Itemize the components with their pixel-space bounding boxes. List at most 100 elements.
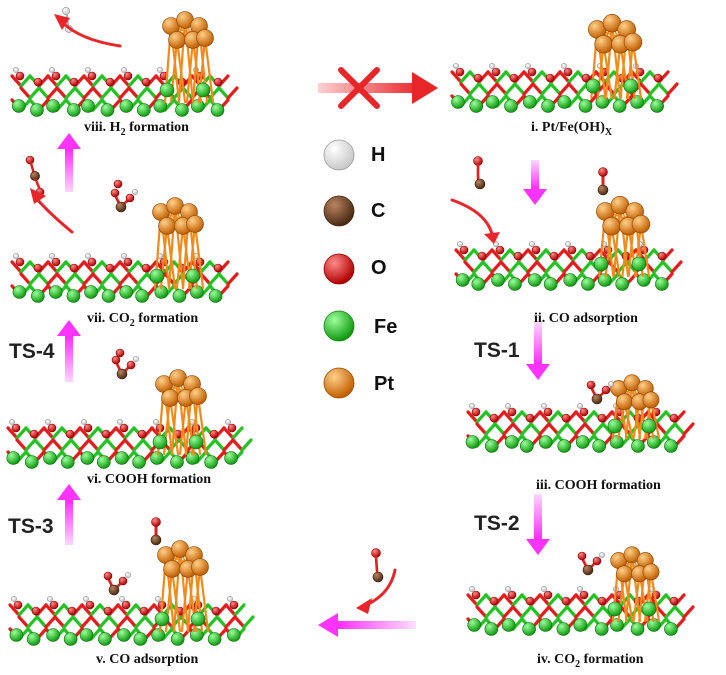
fe-atom [227, 628, 241, 642]
bond [118, 86, 131, 100]
bond [127, 74, 140, 88]
bond [526, 248, 539, 262]
fe-atom [31, 289, 45, 303]
h-atom [132, 189, 138, 195]
bond [19, 260, 32, 274]
fe-atom [185, 268, 201, 284]
c-atom [582, 564, 594, 576]
h-atom [225, 419, 231, 425]
o-atom [477, 251, 487, 261]
o-atom [489, 596, 499, 606]
bond [601, 605, 614, 619]
h-atom [125, 572, 131, 578]
o-atom [597, 596, 607, 606]
fe-atom [631, 439, 645, 453]
fe-atom [98, 632, 112, 646]
h-atom [453, 63, 459, 69]
o-atom [471, 407, 481, 417]
fe-atom [607, 601, 623, 617]
bond [526, 260, 539, 274]
fe-atom [114, 451, 129, 465]
o-atom [119, 423, 129, 433]
bond [655, 605, 668, 619]
h-atom [13, 253, 19, 259]
fe-atom [170, 455, 184, 469]
fe-atom [641, 601, 657, 617]
fe-atom [190, 611, 206, 627]
arrow-v-to-vi [57, 484, 81, 545]
bond [136, 86, 149, 100]
arrow-head [356, 598, 372, 614]
o-atom [209, 429, 219, 439]
fe-atom [581, 277, 595, 291]
bond [466, 410, 479, 424]
bond [624, 553, 634, 623]
bond [51, 426, 64, 440]
pt-atom [594, 34, 613, 54]
bond [511, 593, 524, 607]
bond [682, 605, 695, 619]
o-atom [525, 413, 535, 423]
cross-mark [338, 67, 380, 109]
o-atom [545, 73, 555, 83]
bond [233, 603, 246, 617]
h-atom [457, 241, 463, 247]
arrow-head [484, 232, 500, 244]
o-atom [657, 251, 667, 261]
fe-atom [172, 289, 187, 303]
bond [96, 438, 109, 452]
bond [203, 36, 215, 104]
bond [8, 603, 21, 617]
bond [583, 422, 596, 436]
o-atom [507, 407, 517, 417]
fe-atom [641, 418, 657, 434]
bond [78, 426, 91, 440]
o-atom [455, 67, 465, 77]
h-atom [9, 419, 15, 425]
bond [175, 38, 187, 104]
arrow-shaft [65, 336, 73, 382]
fe-atom [650, 99, 664, 113]
fe-atom [204, 455, 218, 469]
h-atom [62, 7, 70, 15]
bond [125, 615, 138, 629]
bond [226, 272, 239, 286]
arrow-head [526, 364, 550, 380]
h-atom [608, 381, 614, 387]
o-atom [51, 71, 61, 81]
bond [538, 422, 551, 436]
legend-label-fe: Fe [374, 316, 398, 338]
arrow-shaft [534, 322, 542, 364]
fe-atom [538, 435, 553, 449]
o-atom [531, 245, 541, 255]
fe-atom [46, 99, 60, 113]
h-atom [469, 403, 475, 409]
bond [73, 272, 86, 286]
o-atom [13, 600, 23, 610]
o-atom [563, 67, 573, 77]
h-atom [133, 356, 139, 362]
bond [580, 260, 593, 274]
o-atom [213, 77, 223, 87]
bond [565, 605, 578, 619]
bond [567, 82, 580, 96]
bond [80, 603, 93, 617]
bond [222, 426, 235, 440]
panel-7-structure [10, 179, 239, 303]
fe-atom [623, 78, 639, 94]
fe-atom [136, 103, 151, 117]
bond [538, 593, 551, 607]
fe-atom [119, 285, 134, 299]
fe-atom [543, 277, 558, 291]
fe-atom [485, 95, 500, 109]
bond [64, 272, 77, 286]
h-atom [577, 403, 583, 409]
bond [231, 426, 244, 440]
fe-atom [615, 277, 630, 291]
ts-4-label: TS-4 [9, 340, 55, 363]
pt-atom [642, 391, 660, 409]
fe-atom [455, 273, 470, 287]
arrow-iii-to-iv [526, 494, 550, 555]
step-caption-7: vii. CO2 formation [87, 311, 199, 329]
fe-atom [592, 439, 606, 453]
